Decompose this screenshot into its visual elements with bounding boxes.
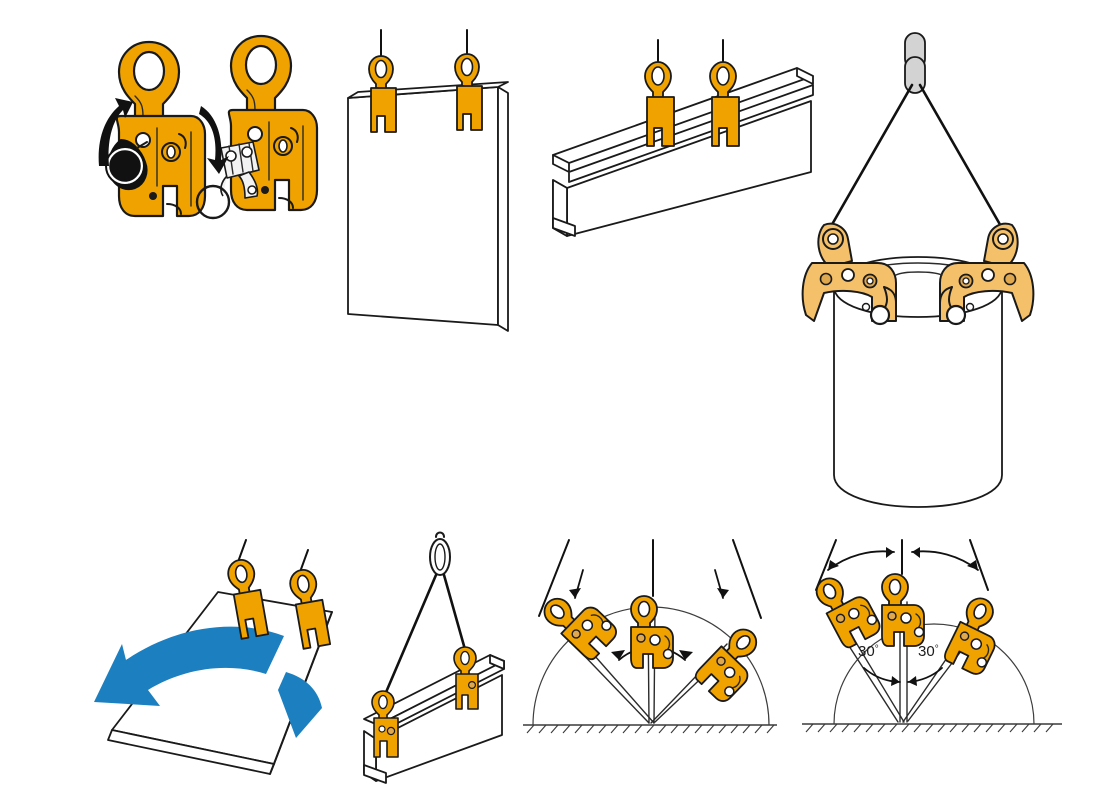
clamp-locked (195, 34, 319, 220)
lever-up-arrow (98, 98, 133, 166)
clamp-position-left (811, 565, 884, 651)
lock-lever-locked (195, 141, 260, 220)
tank (833, 256, 1003, 508)
clamp-position-center (630, 595, 674, 669)
clamp-position-center (881, 573, 925, 647)
clamp-beam-left (644, 61, 675, 147)
clamp-beam-far (453, 646, 479, 710)
wire-rope-left (237, 539, 247, 563)
sling-wire-left (815, 539, 837, 591)
clamp-beam-near (371, 690, 399, 758)
sling-leg-left (824, 83, 914, 237)
sling-wire-left (538, 539, 570, 617)
turn-arrow-blue (94, 626, 322, 738)
clamp-open (105, 40, 207, 218)
beam-flange-lift-panel (545, 39, 835, 250)
plate-turning-panel (70, 539, 390, 780)
clamp-position-right (941, 593, 1013, 679)
clamp-180-rotation-panel (515, 539, 785, 760)
ground-hatching (802, 723, 1062, 733)
sling-wire-right (969, 539, 989, 591)
sling-leg-right (442, 573, 468, 655)
clamp-tank-left (801, 222, 897, 326)
clamp-30-degree-angle-panel: 30° 30° (790, 539, 1070, 760)
tank-rim-lift-panel (800, 25, 1060, 515)
travel-arrow-right (714, 569, 729, 599)
sling-wire-right (732, 539, 762, 619)
i-beam (552, 67, 814, 237)
clamp-position-right (692, 623, 775, 706)
beam-two-leg-sling-panel (360, 531, 560, 785)
angle-label-left: 30° (858, 643, 879, 660)
sling-leg-right (918, 83, 1008, 237)
clamp-tank-right (939, 222, 1035, 326)
reference-arc (833, 623, 1035, 725)
spread-arrow-left (827, 547, 895, 571)
angle-arc-right (907, 667, 943, 686)
lever-down-arrow (199, 106, 229, 174)
clamp-lock-lever-panel (85, 20, 335, 240)
master-link (429, 531, 451, 576)
lock-lever-open (105, 138, 148, 190)
travel-arrow-left (569, 569, 584, 599)
master-link (904, 32, 926, 94)
wire-rope-right (299, 549, 309, 573)
sling-leg-left (382, 573, 438, 699)
angle-arc-left (863, 667, 901, 686)
clamp-position-left (538, 580, 621, 663)
spread-arrow-right (911, 547, 979, 571)
ground-hatching (523, 724, 777, 734)
plate-vertical-lift-panel (340, 29, 540, 350)
angle-label-right: 30° (918, 643, 939, 660)
steel-plate (347, 81, 509, 332)
